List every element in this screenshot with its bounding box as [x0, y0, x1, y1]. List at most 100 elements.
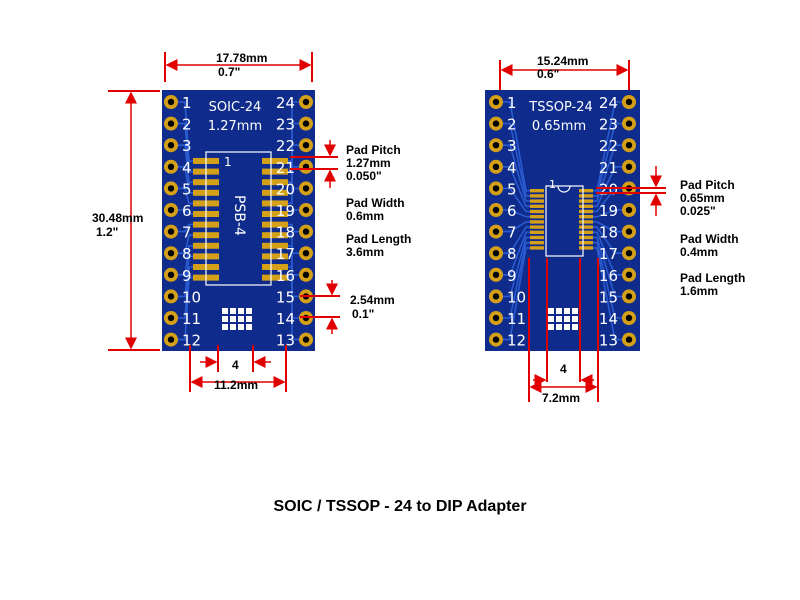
dip-hole — [489, 224, 503, 239]
smd-pad — [579, 225, 593, 229]
smd-pad — [530, 215, 544, 219]
dip-hole — [622, 95, 636, 109]
pin-number: 23 — [276, 116, 295, 134]
grid-square — [246, 308, 252, 314]
pin-number: 14 — [276, 310, 295, 328]
dip-hole — [299, 95, 313, 109]
pin-number: 24 — [276, 94, 295, 112]
smd-pad — [579, 235, 593, 240]
dip-hole — [299, 159, 313, 174]
pin-number: 6 — [507, 202, 517, 220]
dip-hole — [622, 138, 636, 153]
tssop-pad-length: 1.6mm — [680, 284, 718, 298]
grid-square — [246, 316, 252, 322]
grid-square — [556, 316, 562, 322]
grid-square — [548, 308, 554, 314]
tssop-name: TSSOP-24 — [528, 100, 592, 115]
grid-square — [564, 324, 570, 330]
grid-square — [572, 324, 578, 330]
soic-width-mm: 17.78mm — [216, 51, 267, 65]
smd-pad — [262, 232, 288, 239]
tssop-pad-pitch-label: Pad Pitch — [680, 178, 735, 192]
dip-hole — [299, 332, 313, 347]
smd-pad — [262, 189, 288, 196]
pin-number: 19 — [599, 202, 618, 220]
dip-hole — [299, 203, 313, 217]
smd-pad — [530, 204, 544, 208]
dip-hole — [489, 116, 503, 131]
pin-number: 7 — [182, 224, 192, 242]
dip-hole — [164, 95, 178, 109]
pin-number: 3 — [507, 137, 517, 155]
tssop-dip-holes — [489, 95, 636, 347]
pin-number: 11 — [507, 310, 526, 328]
soic-dimensions: 17.78mm 0.7" 30.48mm 1.2" 4 11.2mm Pad P… — [92, 51, 411, 392]
dip-hole — [164, 224, 178, 239]
soic-height-in: 1.2" — [96, 225, 118, 239]
grid-square — [556, 324, 562, 330]
pin-number: 8 — [182, 245, 192, 263]
smd-pad — [262, 168, 288, 175]
soic-part-id: PSB-4 — [231, 195, 247, 236]
dip-hole — [489, 138, 503, 153]
pin-number: 17 — [276, 245, 295, 263]
pin-number: 19 — [276, 202, 295, 220]
tssop-outer-span: 7.2mm — [542, 391, 580, 405]
pin-number: 11 — [182, 310, 201, 328]
soic-pad-pitch-label: Pad Pitch — [346, 143, 401, 157]
smd-pad — [530, 199, 544, 203]
soic-pad-pitch-in: 0.050" — [346, 169, 382, 183]
soic-width-in: 0.7" — [218, 65, 240, 79]
dip-hole — [299, 138, 313, 153]
soic-dip-pitch-mm: 2.54mm — [350, 293, 395, 307]
soic-pitch-label: 1.27mm — [208, 119, 262, 134]
grid-square — [572, 316, 578, 322]
dip-hole — [299, 181, 313, 196]
dip-hole — [489, 289, 503, 304]
soic-pad-pitch-mm: 1.27mm — [346, 156, 391, 170]
pin-number: 22 — [276, 137, 295, 155]
smd-pad — [262, 221, 288, 228]
dip-hole — [164, 203, 178, 217]
grid-square — [238, 308, 244, 314]
grid-square — [548, 324, 554, 330]
smd-pad — [262, 158, 288, 164]
pin-number: 12 — [507, 332, 526, 350]
pin-number: 21 — [276, 159, 295, 177]
dip-hole — [622, 332, 636, 347]
dip-hole — [622, 116, 636, 131]
pin-number: 10 — [182, 288, 201, 306]
dip-hole — [489, 203, 503, 217]
grid-square — [564, 316, 570, 322]
pin-number: 17 — [599, 245, 618, 263]
grid-square — [230, 324, 236, 330]
pin-number: 9 — [182, 267, 192, 285]
smd-pad — [262, 264, 288, 270]
grid-square — [246, 324, 252, 330]
tssop-notch — [557, 185, 571, 193]
smd-pad — [530, 241, 544, 245]
dip-hole — [489, 181, 503, 196]
tssop-width-in: 0.6" — [537, 67, 559, 81]
dip-hole — [622, 203, 636, 217]
tssop-test-grid — [548, 308, 578, 330]
dip-hole — [622, 224, 636, 239]
soic-pad-width-label: Pad Width — [346, 196, 405, 210]
pin-number: 6 — [182, 202, 192, 220]
grid-square — [222, 308, 228, 314]
smd-pad — [262, 179, 288, 186]
dip-hole — [164, 116, 178, 131]
dip-hole — [299, 224, 313, 239]
smd-pad — [530, 209, 544, 214]
grid-square — [556, 308, 562, 314]
smd-pad — [530, 220, 544, 224]
dip-hole — [164, 138, 178, 153]
dip-hole — [489, 246, 503, 261]
pin-number: 14 — [599, 310, 618, 328]
soic-test-grid — [222, 308, 252, 330]
dip-hole — [622, 267, 636, 282]
smd-pad — [579, 189, 593, 193]
tssop-pad-pitch-in: 0.025" — [680, 204, 716, 218]
dip-hole — [489, 159, 503, 174]
